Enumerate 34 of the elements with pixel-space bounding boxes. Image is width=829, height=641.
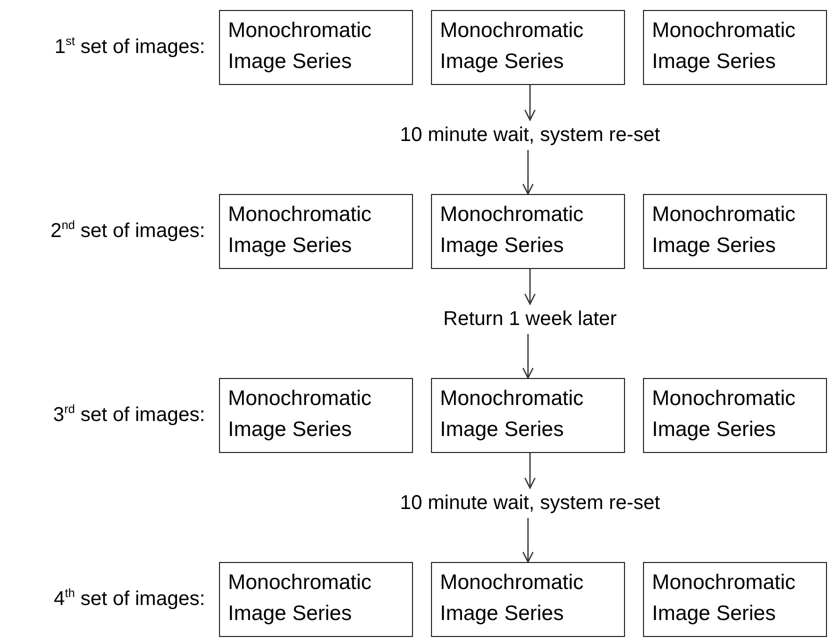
arrow <box>522 150 534 195</box>
arrow <box>522 518 534 563</box>
box-text: Monochromatic Image Series <box>652 386 797 443</box>
arrow <box>522 334 534 379</box>
box-text: Monochromatic Image Series <box>228 570 373 627</box>
process-box <box>643 194 827 269</box>
process-box <box>431 378 625 453</box>
process-box <box>431 10 625 85</box>
process-box <box>643 378 827 453</box>
process-box <box>431 194 625 269</box>
row-label: 3$^{rd}$ set of images: <box>53 402 205 428</box>
box-text: Monochromatic Image Series <box>440 18 585 75</box>
process-box <box>431 562 625 637</box>
box-text: Monochromatic Image Series <box>440 386 585 443</box>
process-box <box>219 194 413 269</box>
process-box <box>643 562 827 637</box>
box-text: Monochromatic Image Series <box>440 202 585 259</box>
box-text: Monochromatic Image Series <box>652 18 797 75</box>
box-text: Monochromatic Image Series <box>228 18 373 75</box>
process-box <box>219 10 413 85</box>
row-label: 4$^{th}$ set of images: <box>54 586 205 612</box>
row-label: 1$^{st}$ set of images: <box>54 34 205 60</box>
process-box <box>219 378 413 453</box>
box-text: Monochromatic Image Series <box>652 202 797 259</box>
box-text: Monochromatic Image Series <box>228 202 373 259</box>
process-box <box>219 562 413 637</box>
arrow <box>524 453 536 489</box>
arrow <box>524 85 536 121</box>
arrow <box>524 269 536 305</box>
box-text: Monochromatic Image Series <box>228 386 373 443</box>
process-box <box>643 10 827 85</box>
box-text: Monochromatic Image Series <box>652 570 797 627</box>
row-label: 2$^{nd}$ set of images: <box>50 218 205 244</box>
box-text: Monochromatic Image Series <box>440 570 585 627</box>
